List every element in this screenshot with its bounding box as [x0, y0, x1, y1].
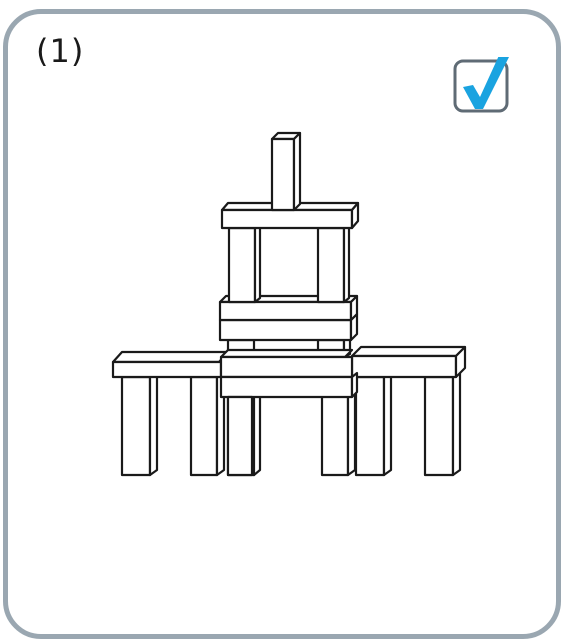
center-leg-left	[228, 397, 252, 475]
left-table-leg-2	[191, 372, 224, 475]
left-table-leg-1	[122, 372, 157, 475]
right-table-leg-2	[425, 372, 460, 475]
center-lower-beam	[221, 350, 357, 397]
right-table-top	[352, 347, 465, 377]
upper-pillar-right	[318, 225, 349, 302]
upper-pillar-left	[229, 225, 260, 302]
top-standing-block	[272, 133, 300, 210]
block-tower-drawing	[0, 0, 561, 607]
center-leg-right	[322, 389, 355, 475]
left-table-top	[113, 352, 228, 377]
right-table-leg-1	[356, 372, 391, 475]
